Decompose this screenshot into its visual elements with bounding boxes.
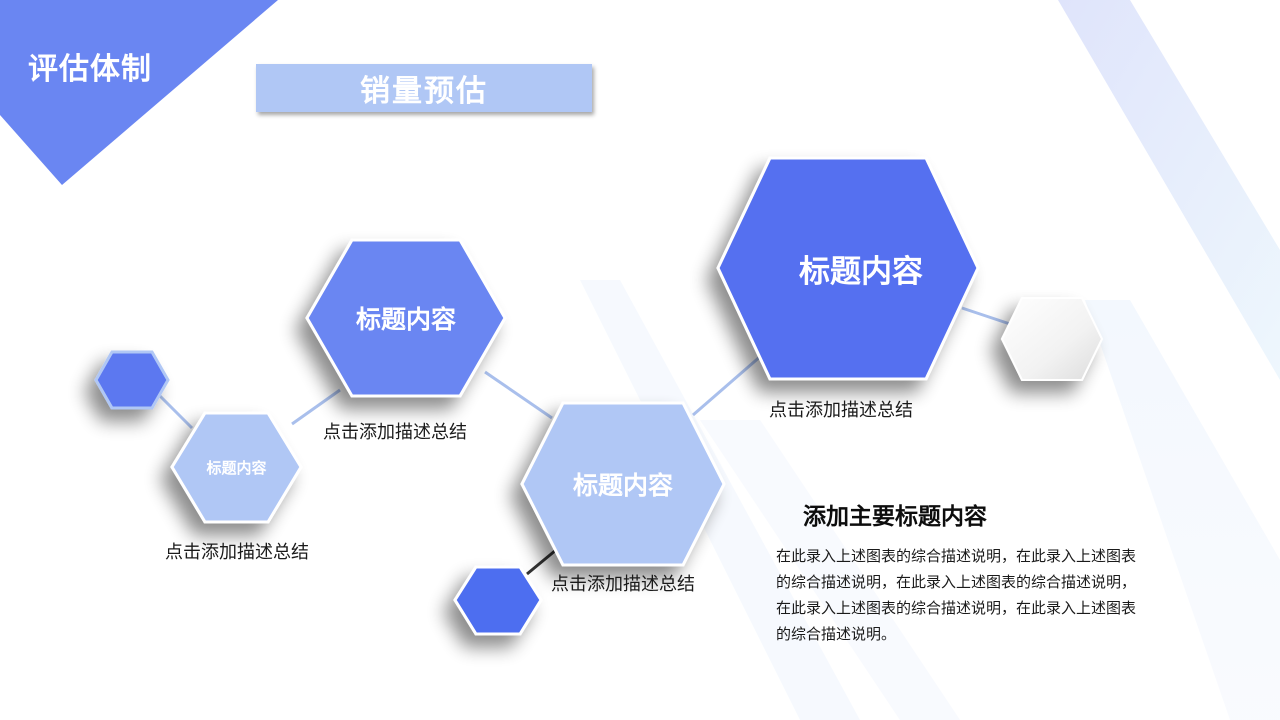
connector-line bbox=[291, 388, 341, 426]
caption-upper-left[interactable]: 点击添加描述总结 bbox=[323, 422, 467, 443]
connector-line-dark bbox=[526, 548, 557, 576]
hex-gray-right[interactable] bbox=[1000, 297, 1104, 381]
hex-center[interactable] bbox=[520, 401, 726, 567]
hex-medium-left-label: 标题内容 bbox=[206, 459, 267, 477]
caption-large-right[interactable]: 点击添加描述总结 bbox=[769, 400, 913, 421]
hex-medium-left[interactable] bbox=[170, 411, 303, 524]
decor-stripe-top-right bbox=[1058, 0, 1280, 380]
hex-upper-left[interactable] bbox=[305, 238, 507, 398]
hex-upper-left-label: 标题内容 bbox=[355, 305, 456, 334]
connector-line bbox=[484, 370, 553, 420]
summary-body[interactable]: 在此录入上述图表的综合描述说明，在此录入上述图表的综合描述说明，在此录入上述图表… bbox=[776, 547, 1137, 643]
hex-small-left[interactable] bbox=[94, 350, 170, 410]
decor-stripe-lower-right bbox=[1085, 300, 1280, 720]
decor-stripe-center bbox=[580, 280, 860, 720]
hex-large-right-label: 标题内容 bbox=[799, 254, 923, 290]
connector-line bbox=[692, 353, 763, 417]
hex-small-bottom[interactable] bbox=[453, 565, 543, 636]
hex-center-label: 标题内容 bbox=[572, 471, 673, 500]
corner-title: 评估体制 bbox=[28, 52, 152, 87]
decor-stripe-center-2 bbox=[700, 420, 960, 720]
connector-line bbox=[158, 394, 194, 430]
section-title: 销量预估 bbox=[360, 74, 488, 109]
summary-heading[interactable]: 添加主要标题内容 bbox=[803, 504, 987, 530]
hex-large-right[interactable] bbox=[716, 156, 980, 381]
caption-medium-left[interactable]: 点击添加描述总结 bbox=[165, 542, 309, 563]
corner-triangle bbox=[0, 0, 278, 185]
connector-line bbox=[961, 306, 1011, 326]
caption-center[interactable]: 点击添加描述总结 bbox=[551, 574, 695, 595]
section-title-banner: 销量预估 bbox=[256, 64, 592, 112]
